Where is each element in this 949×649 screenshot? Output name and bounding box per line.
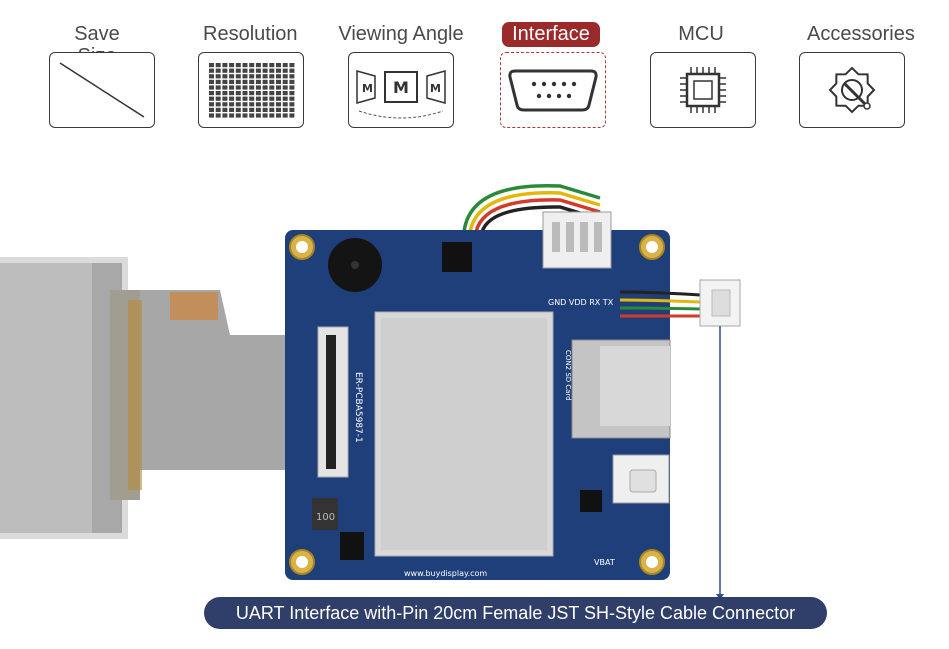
tab-resolution[interactable]: Resolution xyxy=(193,22,304,128)
tab-label: Viewing Angle xyxy=(338,23,464,45)
caption-banner: UART Interface with-Pin 20cm Female JST … xyxy=(204,597,827,629)
tab-mcu[interactable]: MCU xyxy=(647,22,756,128)
tab-label: Resolution xyxy=(203,23,298,45)
diagonal-line-icon xyxy=(49,52,155,128)
vbat-silkscreen: VBAT xyxy=(594,558,615,567)
tab-label: Interface xyxy=(502,22,600,47)
svg-text:100: 100 xyxy=(316,512,335,523)
svg-text:M: M xyxy=(362,82,373,95)
tab-label: MCU xyxy=(678,23,724,45)
serial-port-icon xyxy=(500,52,606,128)
tab-viewing-angle[interactable]: Viewing Angle M M M xyxy=(338,22,464,128)
inductor xyxy=(312,498,338,530)
regulator xyxy=(340,532,364,560)
website-silkscreen: www.buydisplay.com xyxy=(404,569,487,578)
tab-accessories[interactable]: Accessories xyxy=(797,22,915,128)
svg-text:M: M xyxy=(430,82,441,95)
model-silkscreen: ER-PCBA5987-1 xyxy=(353,372,363,443)
sd-silkscreen: CON2 SD Card xyxy=(564,350,572,401)
tab-save-size[interactable]: Save Size xyxy=(43,22,155,128)
con1-pin-labels: GND VDD RX TX xyxy=(548,298,614,307)
lcd-panel xyxy=(0,257,140,539)
ldo-regulator xyxy=(442,242,472,272)
ic-chip xyxy=(580,490,602,512)
fpc-ribbon xyxy=(128,290,318,490)
gear-wrench-icon xyxy=(799,52,905,128)
tab-label: Accessories xyxy=(807,23,915,45)
uart-jst-connector xyxy=(619,279,741,327)
viewing-angle-icon: M M M xyxy=(348,52,454,128)
pixel-grid-icon xyxy=(198,52,304,128)
svg-text:M: M xyxy=(393,78,409,97)
chip-icon xyxy=(650,52,756,128)
cable-wires xyxy=(462,183,601,233)
tab-interface[interactable]: Interface xyxy=(497,22,606,128)
